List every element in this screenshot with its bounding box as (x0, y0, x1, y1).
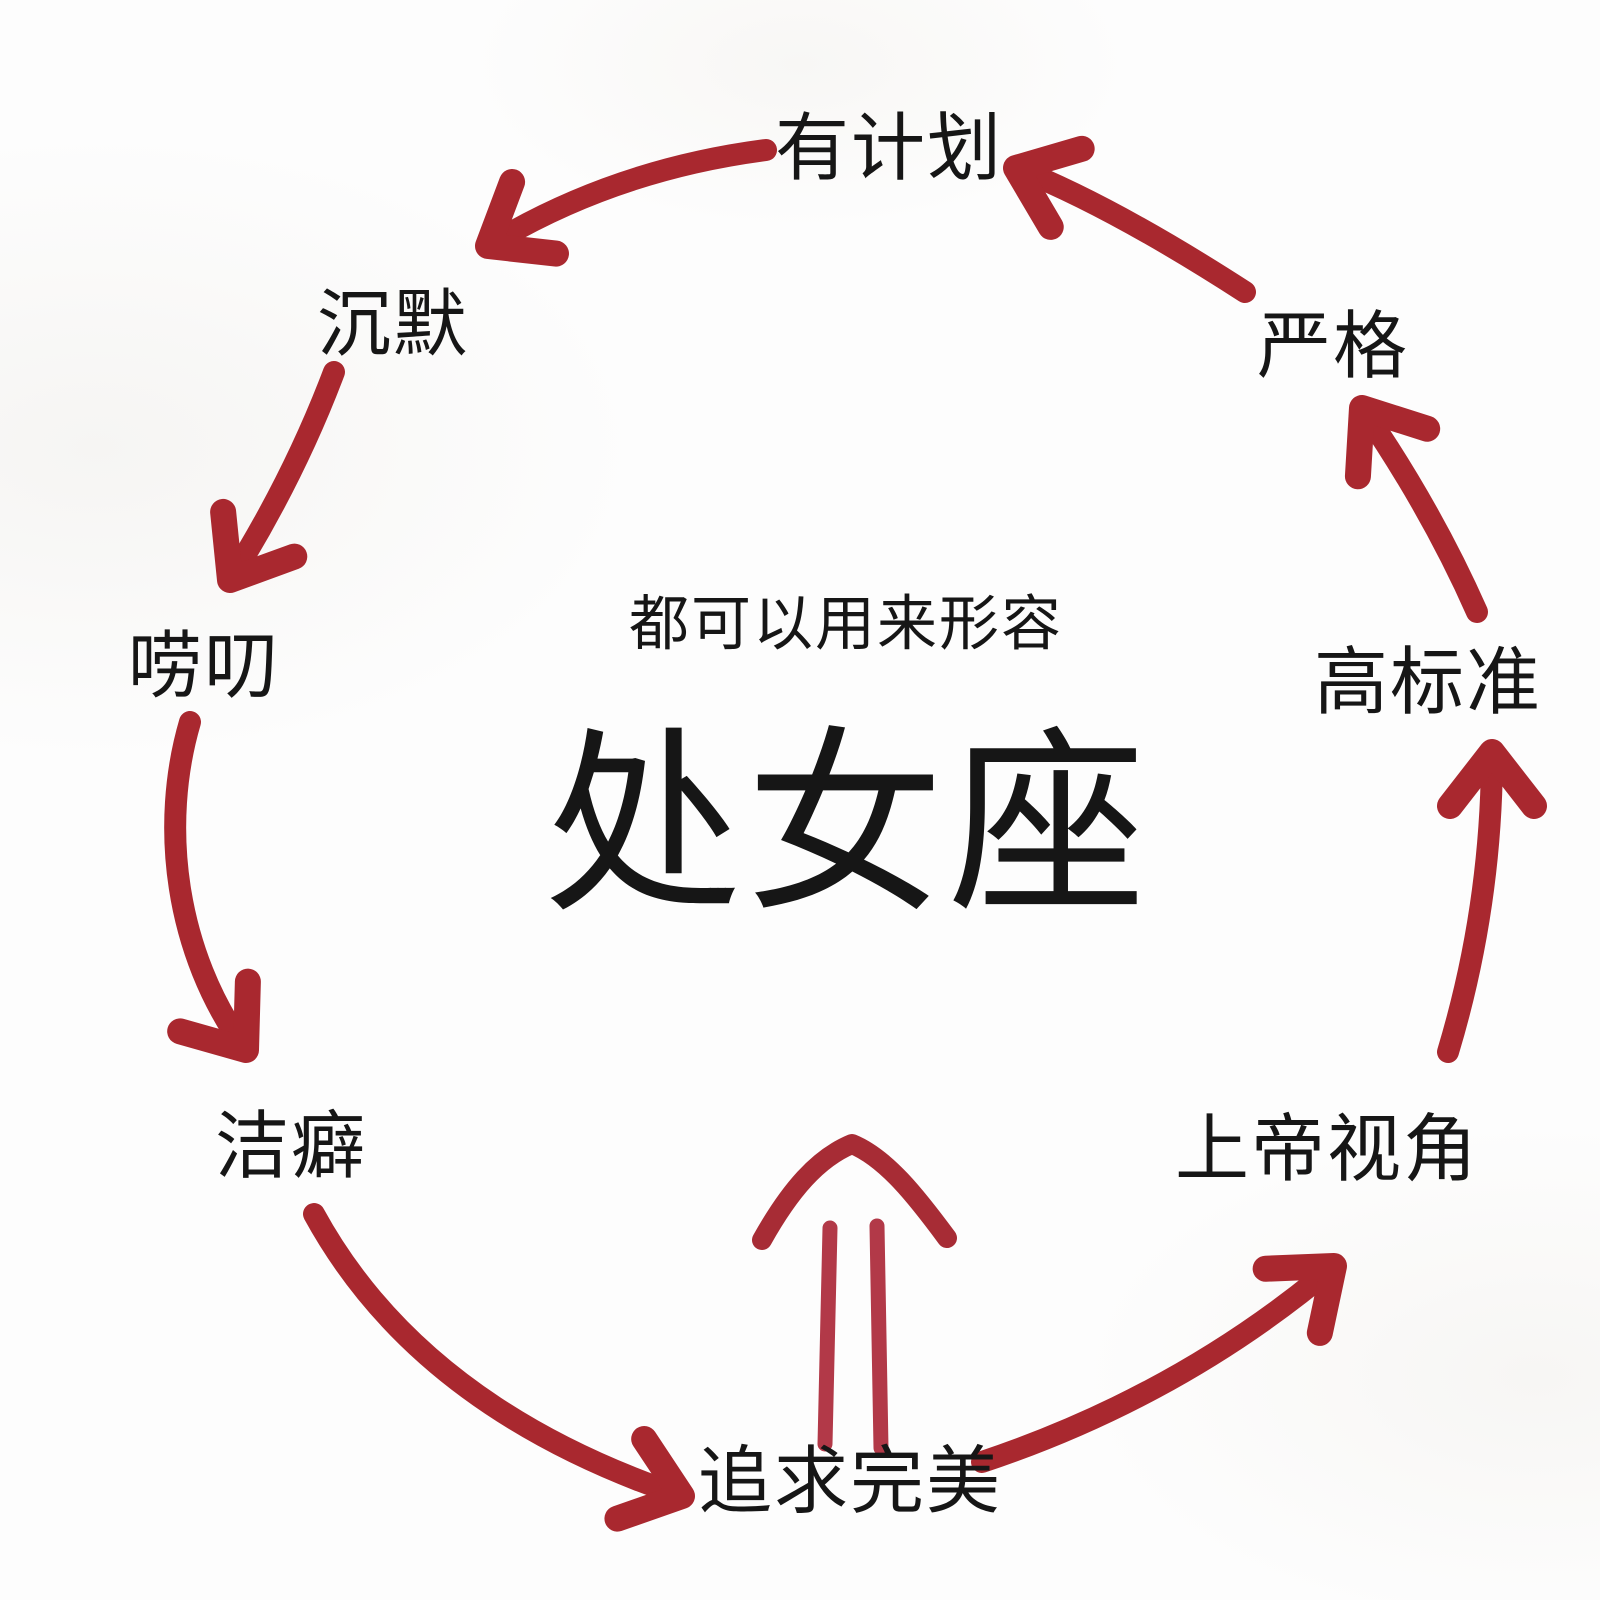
trait-label-planned: 有计划 (775, 106, 1003, 190)
trait-label-god-view: 上帝视角 (1175, 1107, 1479, 1191)
arrow-planned-to-silent (475, 139, 777, 267)
trait-label-silent: 沉默 (317, 282, 469, 366)
trait-label-perfectionism: 追求完美 (698, 1439, 1002, 1523)
trait-label-high-standards: 高标准 (1314, 640, 1542, 724)
arrow-strict-to-planned (1003, 135, 1256, 303)
double-arrow-left-shaft (817, 1220, 838, 1452)
arrow-silent-to-nagging (210, 361, 345, 593)
arrow-highstandards-to-strict (1344, 395, 1488, 623)
double-arrow-right-shaft (869, 1218, 889, 1456)
center-subtitle: 都可以用来形容 (629, 590, 1063, 658)
trait-label-strict: 严格 (1257, 304, 1409, 388)
arrow-nagging-to-cleanfreak (164, 711, 261, 1063)
arrow-perfectionism-to-godview (971, 1253, 1347, 1473)
arrow-cleanfreak-to-perfectionism (303, 1203, 695, 1532)
double-arrow-chevron (752, 1134, 957, 1250)
center-title-virgo: 处女座 (544, 714, 1150, 936)
trait-label-nagging: 唠叨 (128, 624, 280, 708)
arrow-godview-to-highstandards (1436, 739, 1547, 1063)
trait-label-clean-freak: 洁癖 (215, 1104, 367, 1188)
double-arrow-to-title (752, 1134, 957, 1456)
